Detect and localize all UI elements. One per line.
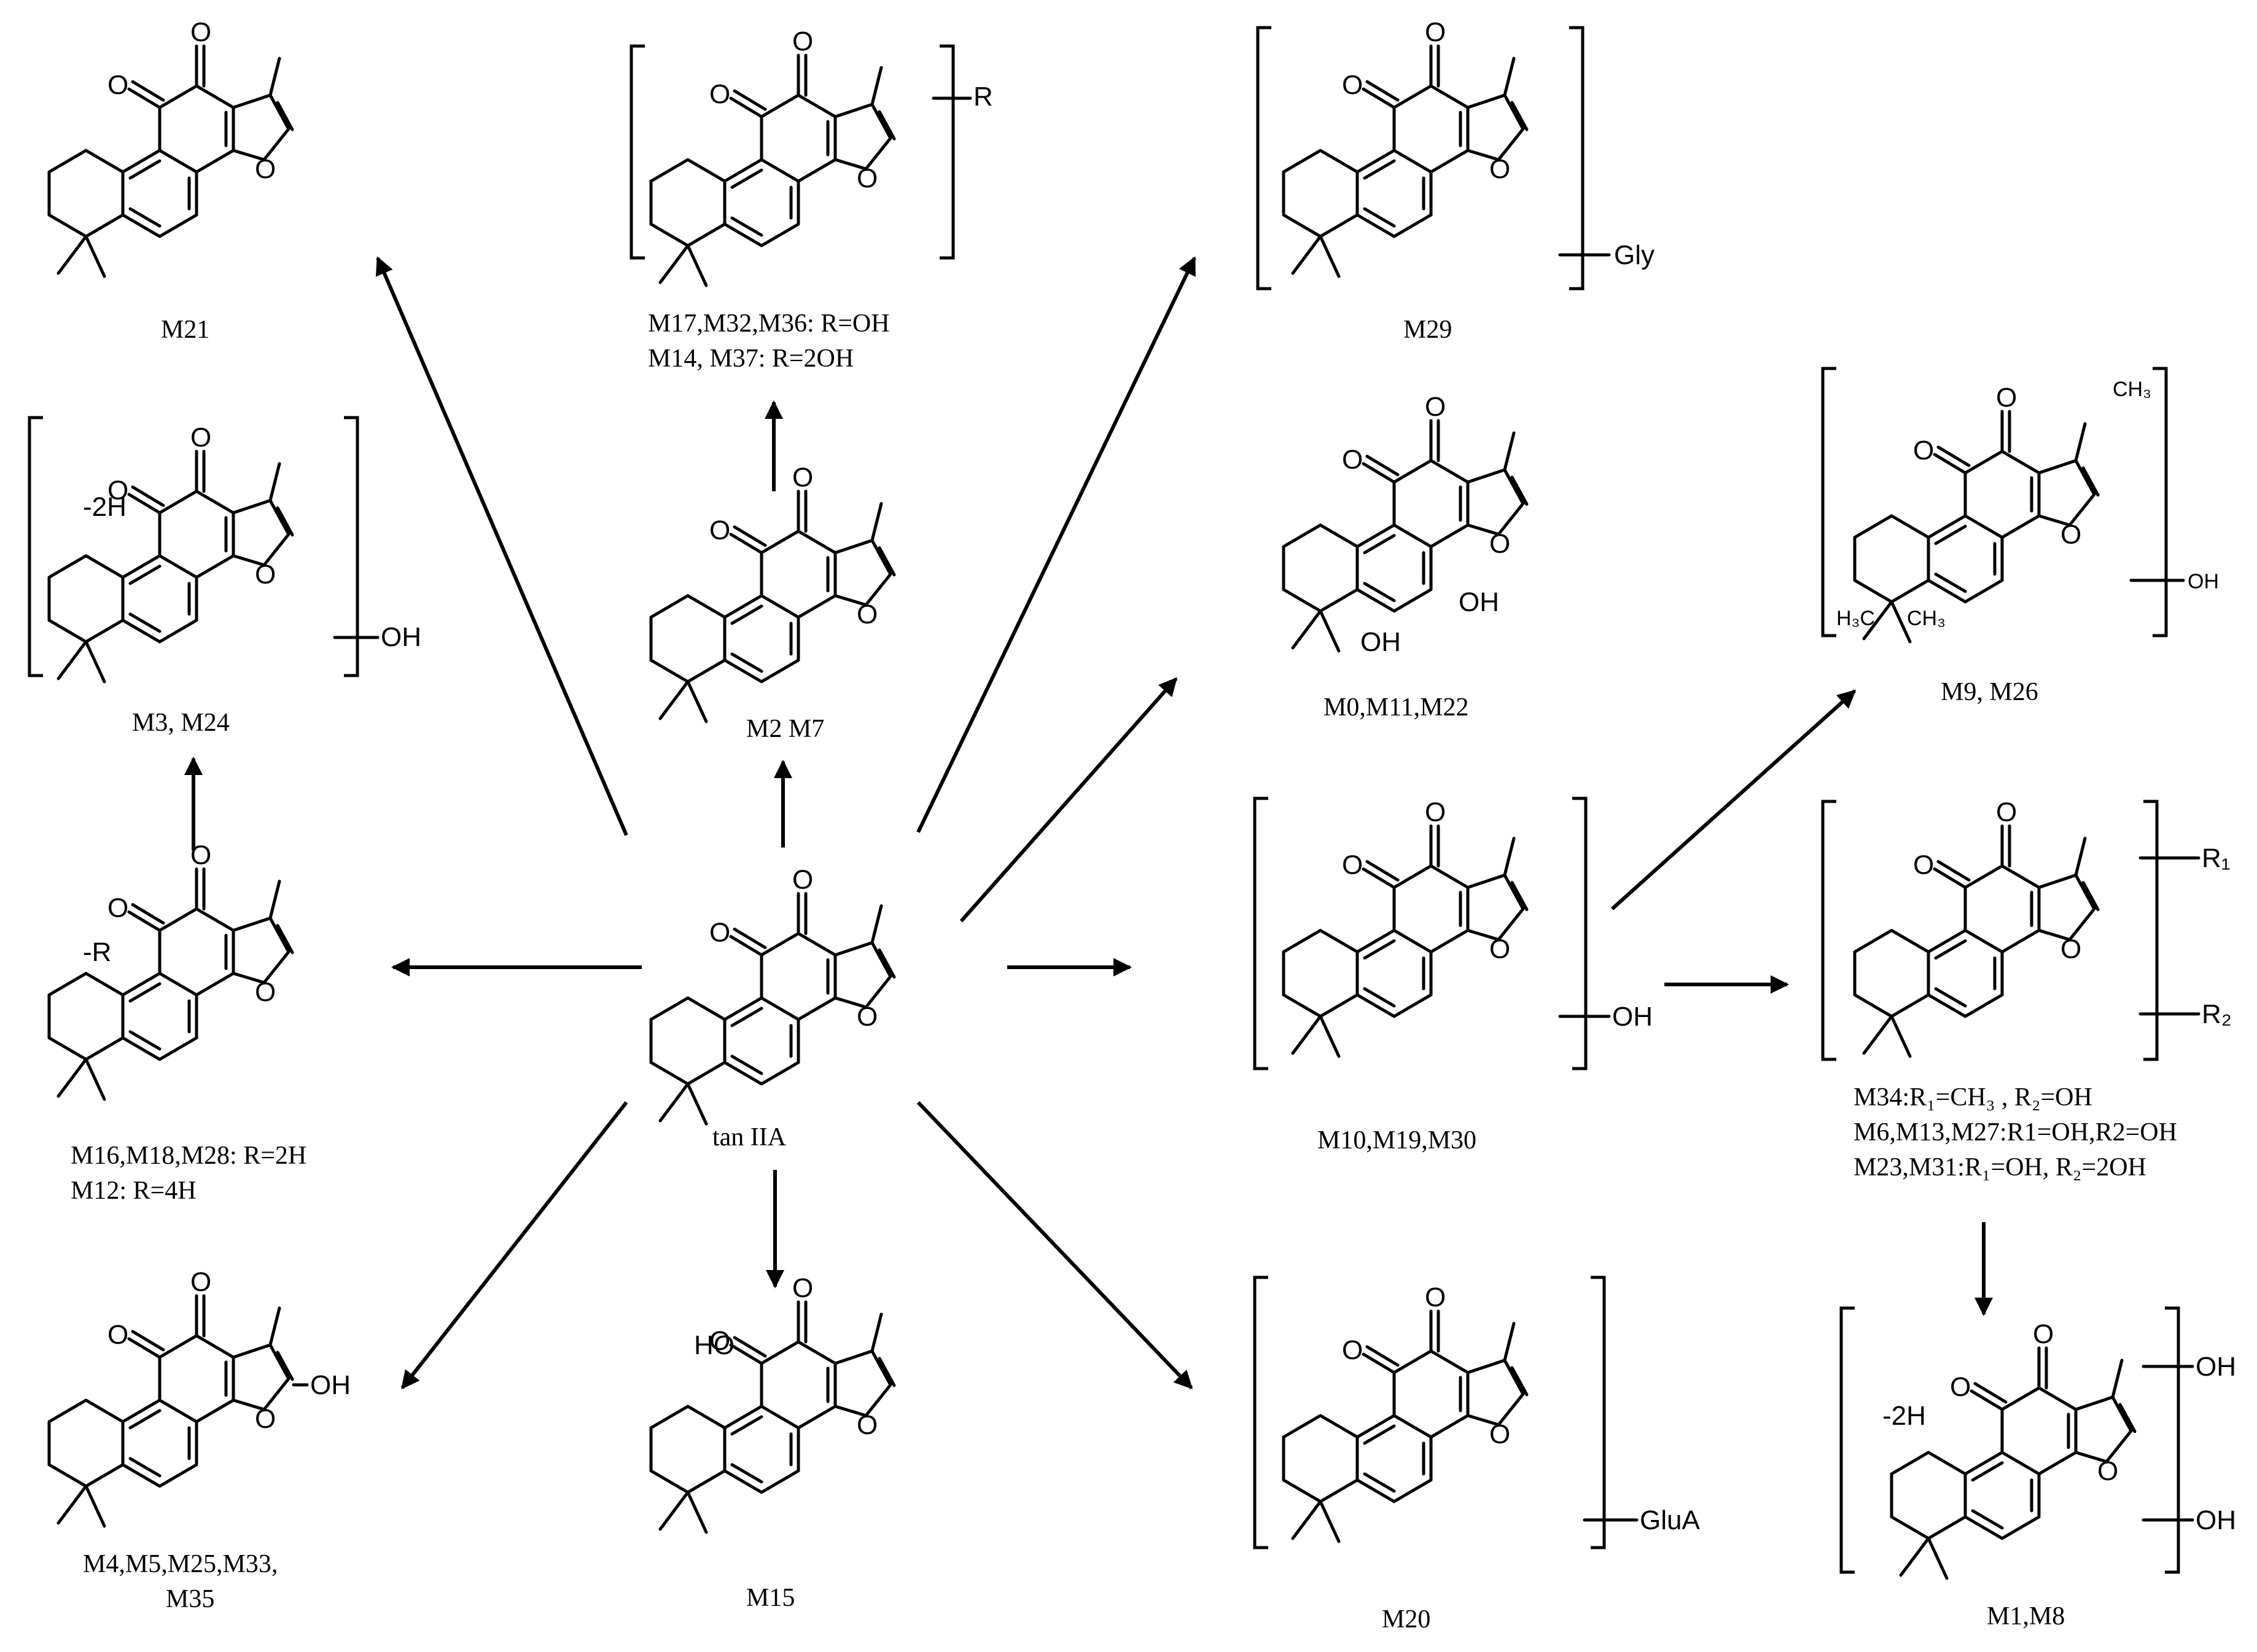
m9-caption: M9, M26 [1941, 678, 2038, 706]
bracket-right [1591, 1276, 1606, 1549]
m0-structure: OH OH M0,M11,M22 [1284, 392, 1527, 722]
arrow-to-m20 [916, 1101, 1193, 1390]
m21-structure: M21 [49, 17, 292, 344]
m3-structure: -2H OH M3, M24 [28, 416, 421, 737]
m34-caption-line3: M23,M31:R₁=OH, R₂=2OH [1854, 1153, 2146, 1182]
m0-caption: M0,M11,M22 [1323, 693, 1468, 722]
m4-caption-line2: M35 [166, 1585, 214, 1613]
substituent-oh-1: OH [2196, 1352, 2236, 1382]
substituent-ho: HO [694, 1330, 735, 1360]
substituent-r1: R₁ [2202, 843, 2231, 873]
bracket-right [344, 416, 359, 677]
substituent-glua: GluA [1640, 1505, 1700, 1535]
methyl-label: CH₃ [2113, 378, 2151, 401]
bracket-right [1569, 26, 1585, 290]
substituent-r: R [973, 82, 993, 112]
bracket-right [2143, 800, 2159, 1061]
m10-caption: M10,M19,M30 [1317, 1126, 1476, 1155]
m16-structure: -R M16,M18,M28: R=2H M12: R=4H [49, 840, 306, 1205]
tan-iia-label: tan IIA [712, 1123, 787, 1151]
substituent-gly: Gly [1614, 240, 1655, 270]
m1-structure: -2H OH OH M1,M8 [1839, 1306, 2236, 1631]
m2-caption: M2 M7 [746, 715, 824, 743]
m29-caption: M29 [1403, 316, 1452, 344]
substituent-oh-1: OH [1459, 587, 1499, 617]
m2-structure: M2 M7 [651, 462, 894, 743]
substituent-oh: OH [310, 1370, 351, 1400]
bracket-left [630, 44, 645, 260]
m3-caption: M3, M24 [132, 709, 230, 737]
arrow-to-m0 [959, 677, 1178, 922]
m15-caption: M15 [746, 1584, 795, 1612]
substituent-oh: OH [2188, 570, 2219, 593]
gem-methyl-left: H₃C [1836, 607, 1875, 630]
m34-caption-line1: M34:R₁=CH₃ , R₂=OH [1854, 1083, 2092, 1112]
bracket-right [2165, 1306, 2180, 1574]
bracket-left [1253, 797, 1268, 1070]
substituent-minus-2h: -2H [83, 492, 127, 522]
substituent-minus-r: -R [83, 937, 111, 967]
m10-structure: OH M10,M19,M30 [1253, 797, 1653, 1155]
substituent-oh-2: OH [2196, 1505, 2236, 1535]
m9-structure: CH₃ H₃C CH₃ OH M9, M26 [1821, 367, 2219, 706]
gem-methyl-right: CH₃ [1907, 607, 1946, 630]
bracket-left [1256, 26, 1271, 290]
substituent-oh: OH [381, 622, 421, 652]
m15-structure: HO M15 [651, 1273, 894, 1612]
m4-caption-line1: M4,M5,M25,M33, [83, 1550, 278, 1578]
bracket-right [1572, 797, 1588, 1070]
bracket-right [940, 44, 955, 260]
m20-caption: M20 [1382, 1605, 1430, 1634]
arrow-to-m29 [916, 256, 1196, 833]
m34-caption-line2: M6,M13,M27:R1=OH,R2=OH [1854, 1118, 2177, 1147]
arrows [184, 256, 1993, 1390]
m17-structure: R M17,M32,M36: R=OH M14, M37: R=2OH [630, 26, 993, 373]
m1-caption: M1,M8 [1987, 1602, 2065, 1631]
arrow-to-m21 [375, 256, 628, 836]
substituent-oh: OH [1612, 1002, 1653, 1032]
bracket-right [2153, 367, 2168, 637]
m29-structure: Gly M29 [1256, 17, 1655, 344]
m20-structure: GluA M20 [1253, 1276, 1700, 1634]
bracket-left [1821, 367, 1836, 637]
substituent-minus-2h: -2H [1882, 1401, 1926, 1431]
m34-structure: R₁ R₂ M34:R₁=CH₃ , R₂=OH M6,M13,M27:R1=O… [1821, 797, 2232, 1182]
m16-caption-line2: M12: R=4H [71, 1177, 197, 1205]
bracket-left [1839, 1306, 1855, 1574]
substituent-oh-2: OH [1360, 627, 1401, 657]
m21-caption: M21 [161, 316, 209, 344]
arrow-to-m4 [400, 1101, 628, 1390]
bracket-left [1253, 1276, 1268, 1549]
bracket-left [1821, 800, 1836, 1061]
arrow-to-m9 [1610, 689, 1857, 911]
tan-iia-structure: tan IIA [651, 865, 894, 1151]
m17-caption-line1: M17,M32,M36: R=OH [648, 310, 890, 338]
m16-caption-line1: M16,M18,M28: R=2H [71, 1142, 306, 1170]
m4-structure: OH M4,M5,M25,M33, M35 [49, 1267, 351, 1613]
m17-caption-line2: M14, M37: R=2OH [648, 345, 854, 373]
substituent-r2: R₂ [2202, 999, 2232, 1029]
bracket-left [28, 416, 43, 677]
